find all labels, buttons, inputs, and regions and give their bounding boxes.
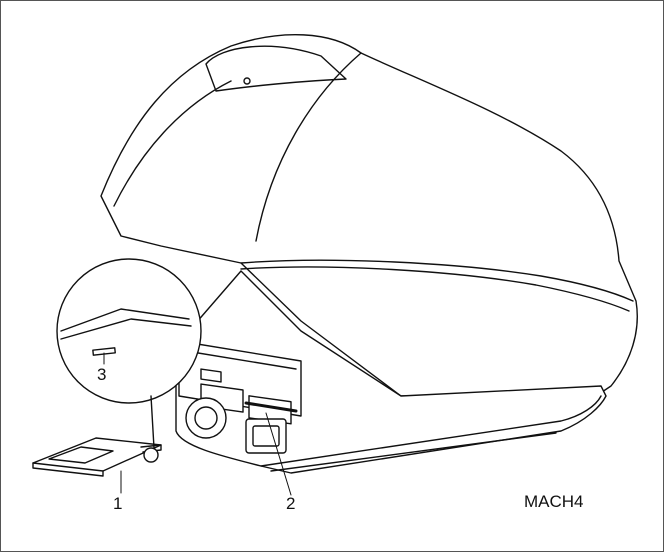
- pc-card: [32, 437, 162, 472]
- cover-side-curve: [255, 52, 362, 242]
- cover-inner-edge: [240, 266, 630, 312]
- power-switch: [194, 406, 218, 430]
- card-slot: [244, 401, 298, 413]
- cover-front-edge: [240, 259, 634, 302]
- detail-card-face: [60, 308, 190, 332]
- rear-panel-inner: [185, 350, 297, 370]
- printer-cover: [100, 34, 638, 397]
- cover-dot: [243, 77, 251, 85]
- detail-target: [143, 447, 159, 463]
- detail-leader: [150, 395, 155, 449]
- base-floor-line: [270, 432, 557, 472]
- port-serial: [200, 368, 222, 383]
- leader-2: [265, 412, 292, 496]
- callout-3: 3: [97, 365, 107, 384]
- cover-window: [205, 45, 347, 92]
- callout-1: 1: [113, 494, 123, 513]
- detail-circle: [56, 258, 202, 404]
- model-label: MACH4: [524, 492, 584, 511]
- base-bottom-line: [260, 395, 602, 467]
- callout-2: 2: [286, 494, 296, 513]
- cover-rim: [113, 80, 232, 207]
- power-socket-inner: [252, 425, 280, 447]
- pc-card-edge: [32, 462, 104, 477]
- pc-card-label: [48, 446, 114, 464]
- detail-card: [60, 318, 192, 340]
